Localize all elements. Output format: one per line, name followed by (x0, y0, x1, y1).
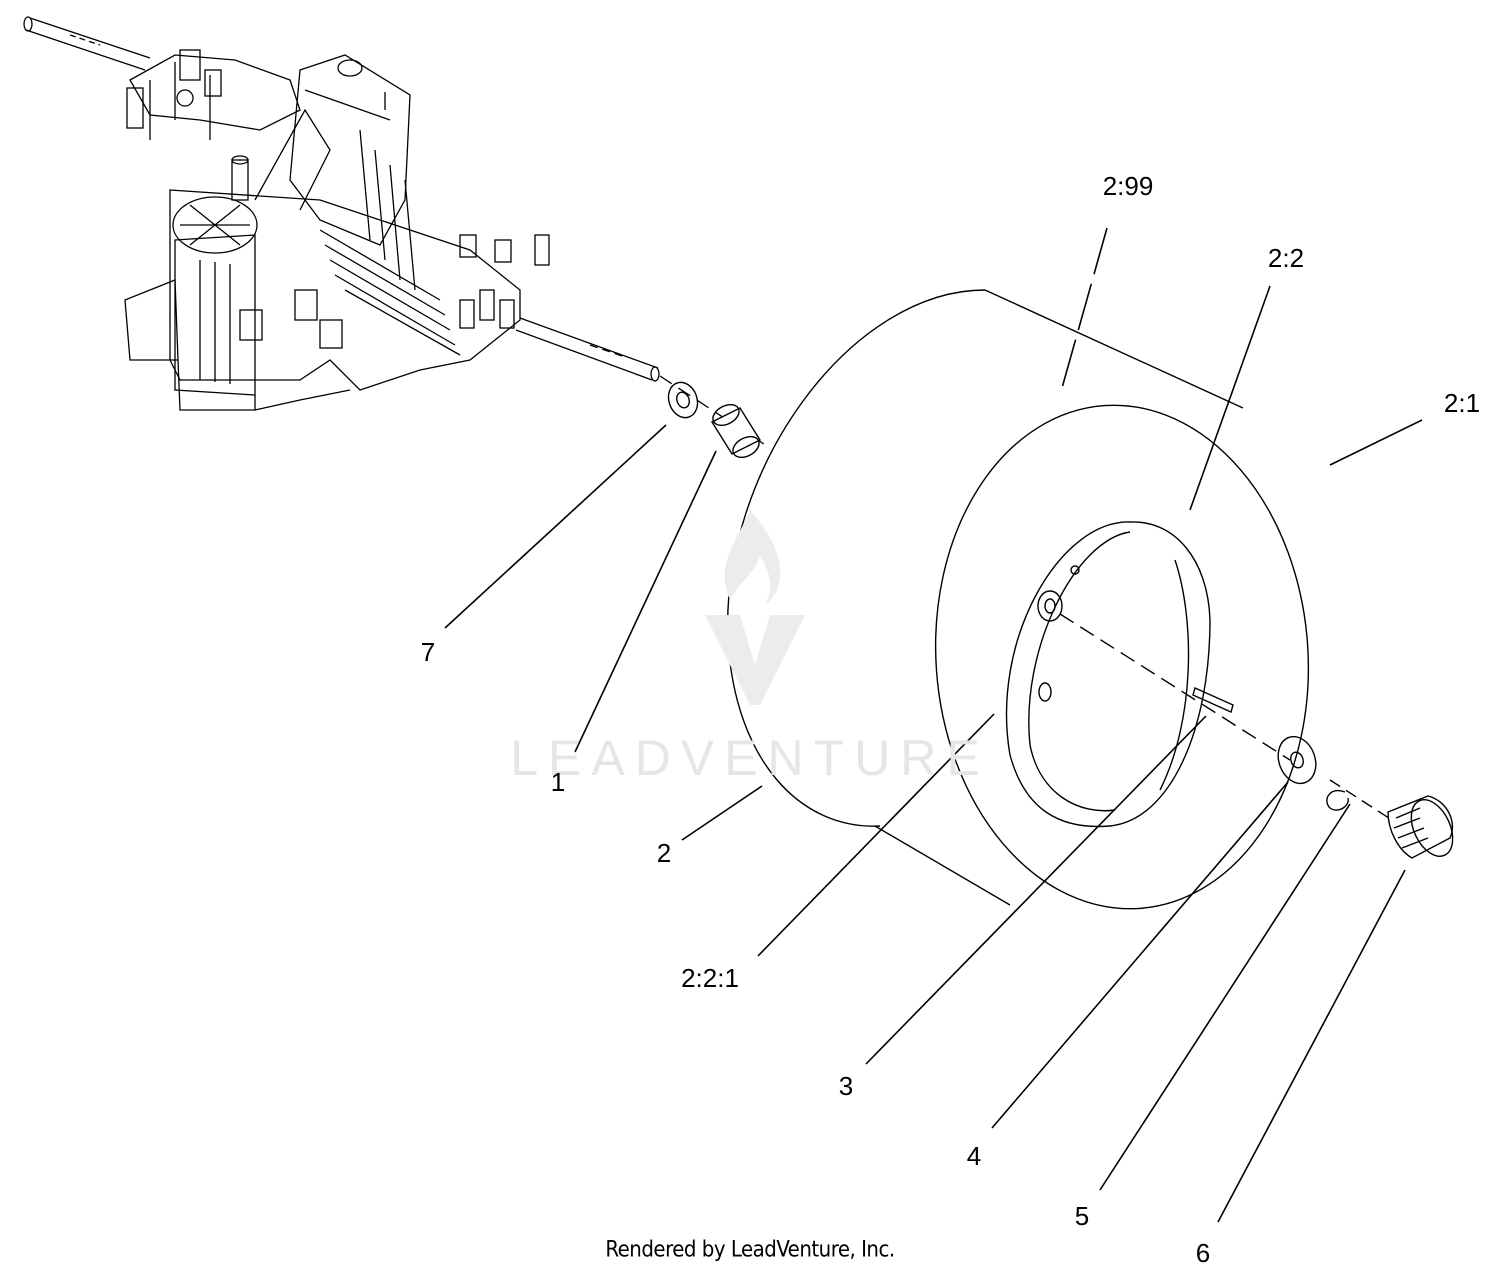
transaxle-assembly (23, 16, 771, 449)
callout-4: 4 (966, 1141, 982, 1171)
retaining-ring-part-5 (1326, 789, 1349, 811)
callout-6: 6 (1195, 1238, 1211, 1268)
leader-line-7 (444, 424, 667, 629)
leadventure-watermark-logo (705, 510, 805, 705)
leader-line-2-1 (1329, 419, 1423, 466)
callout-7: 7 (420, 637, 436, 667)
leader-line-2-2 (1189, 285, 1271, 511)
leader-line-5 (1099, 803, 1351, 1191)
spacer-part-1 (710, 403, 762, 459)
washer-part-4 (1277, 735, 1317, 785)
leader-line-2-2-1 (757, 713, 995, 957)
leader-line-1 (574, 450, 717, 753)
callout-2-2-1: 2:2:1 (681, 963, 739, 993)
callout-2-99: 2:99 (1102, 171, 1154, 201)
rendered-by-footer: Rendered by LeadVenture, Inc. (605, 1237, 895, 1263)
callout-2-1: 2:1 (1443, 388, 1481, 418)
leader-line-6 (1217, 869, 1406, 1223)
leader-lines (444, 227, 1423, 1223)
tire-wheel-assembly (727, 289, 1396, 910)
callout-2: 2 (656, 838, 672, 868)
callout-1: 1 (550, 767, 566, 797)
leader-line-3 (865, 715, 1207, 1065)
key-part-3 (1192, 687, 1234, 713)
watermark-text: LEADVENTURE (510, 730, 990, 786)
washer-part-7 (667, 381, 699, 419)
leader-line-4 (991, 781, 1289, 1129)
hub-cap-part-6 (1387, 795, 1454, 859)
callout-3: 3 (838, 1071, 854, 1101)
callout-5: 5 (1074, 1201, 1090, 1231)
leader-line-2 (681, 785, 763, 841)
leader-line-2-99 (1061, 227, 1108, 389)
callout-2-2: 2:2 (1267, 243, 1305, 273)
